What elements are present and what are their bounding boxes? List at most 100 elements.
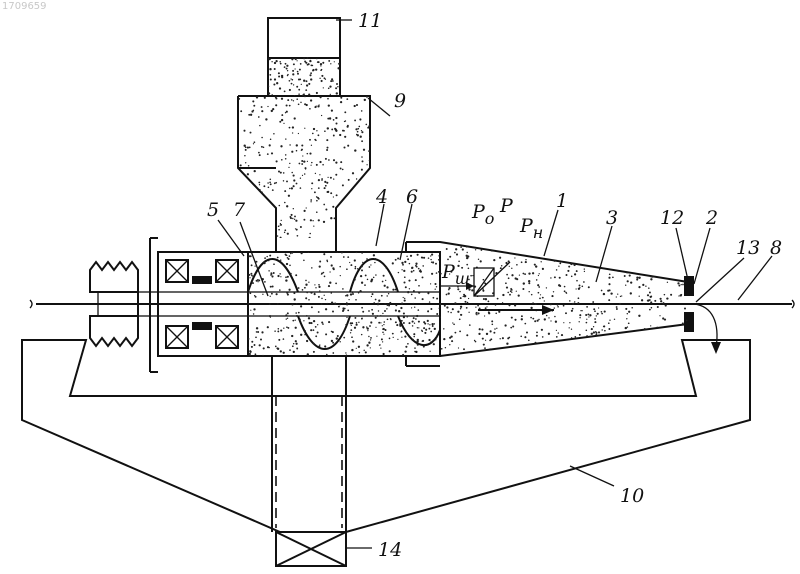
- stipple-dot: [367, 235, 370, 238]
- stipple-dot: [329, 281, 332, 284]
- stipple-dot: [370, 337, 372, 339]
- stipple-dot: [280, 158, 283, 161]
- stipple-dot: [568, 265, 571, 268]
- stipple-dot: [459, 307, 462, 310]
- stipple-dot: [324, 345, 327, 348]
- stipple-dot: [282, 180, 285, 182]
- stipple-dot: [579, 317, 581, 319]
- label-7: 7: [233, 199, 246, 221]
- stipple-dot: [408, 279, 411, 282]
- stipple-dot: [563, 350, 566, 353]
- stipple-dot: [430, 341, 432, 343]
- stipple-dot: [484, 282, 486, 285]
- stipple-dot: [357, 204, 360, 206]
- stipple-dot: [407, 342, 409, 345]
- stipple-dot: [251, 340, 254, 343]
- stipple-dot: [324, 308, 328, 311]
- stipple-dot: [359, 289, 362, 293]
- stipple-dot: [621, 295, 623, 297]
- stipple-dot: [638, 254, 641, 256]
- stipple-dot: [462, 354, 465, 356]
- stipple-dot: [592, 242, 595, 245]
- stipple-dot: [249, 113, 253, 116]
- stipple-dot: [577, 287, 581, 290]
- stipple-dot: [474, 249, 477, 251]
- stipple-dot: [249, 131, 252, 134]
- stipple-dot: [414, 279, 417, 282]
- stipple-dot: [335, 92, 338, 95]
- stipple-dot: [277, 72, 280, 75]
- stipple-dot: [359, 135, 362, 138]
- stipple-dot: [295, 182, 298, 185]
- stipple-dot: [573, 263, 576, 267]
- stipple-dot: [295, 149, 298, 152]
- stipple-dot: [680, 283, 682, 286]
- stipple-dot: [671, 274, 673, 276]
- stipple-dot: [443, 337, 446, 341]
- stipple-dot: [285, 279, 288, 282]
- stipple-dot: [336, 334, 339, 338]
- stipple-dot: [516, 254, 518, 256]
- stipple-dot: [271, 94, 273, 96]
- stipple-dot: [425, 328, 428, 331]
- stipple-dot: [449, 336, 452, 339]
- stipple-dot: [275, 293, 278, 296]
- stipple-dot: [550, 353, 553, 356]
- stipple-dot: [449, 344, 451, 346]
- stipple-dot: [563, 290, 566, 293]
- stipple-dot: [260, 106, 263, 108]
- stipple-dot: [285, 110, 288, 113]
- stipple-dot: [650, 275, 653, 278]
- stipple-dot: [355, 103, 359, 107]
- stipple-dot: [469, 324, 471, 326]
- stipple-dot: [368, 159, 370, 162]
- stipple-dot: [364, 234, 367, 237]
- stipple-dot: [248, 302, 249, 304]
- stipple-dot: [644, 251, 647, 254]
- stipple-dot: [269, 78, 272, 81]
- stipple-dot: [289, 187, 291, 190]
- stipple-dot: [283, 66, 286, 68]
- stipple-dot: [585, 329, 588, 332]
- stipple-dot: [355, 321, 358, 324]
- stipple-dot: [305, 84, 309, 87]
- stipple-dot: [355, 128, 358, 131]
- stipple-dot: [291, 334, 294, 338]
- stipple-dot: [292, 185, 295, 188]
- stipple-dot: [482, 343, 485, 346]
- stipple-dot: [336, 83, 338, 85]
- stipple-dot: [445, 248, 448, 250]
- stipple-dot: [450, 311, 452, 314]
- stipple-dot: [317, 187, 320, 189]
- stipple-dot: [635, 267, 639, 270]
- stipple-dot: [292, 69, 295, 72]
- stipple-dot: [643, 261, 647, 265]
- label-3: 3: [606, 207, 618, 229]
- stipple-dot: [642, 256, 645, 258]
- stipple-dot: [340, 161, 343, 164]
- stipple-dot: [367, 329, 369, 332]
- stipple-dot: [350, 324, 352, 327]
- stipple-dot: [661, 335, 664, 338]
- stipple-dot: [335, 87, 338, 90]
- stipple-dot: [530, 306, 533, 310]
- stipple-dot: [618, 249, 621, 252]
- stipple-dot: [304, 103, 307, 106]
- stipple-dot: [670, 349, 673, 352]
- stipple-dot: [325, 333, 328, 336]
- stipple-dot: [301, 289, 304, 291]
- stipple-dot: [683, 281, 685, 283]
- stipple-dot: [418, 291, 421, 294]
- stipple-dot: [299, 187, 302, 189]
- stipple-dot: [646, 300, 649, 302]
- stipple-dot: [435, 339, 437, 341]
- stipple-dot: [391, 262, 394, 265]
- label-1: 1: [556, 190, 568, 212]
- stipple-dot: [330, 339, 334, 343]
- stipple-dot: [632, 244, 634, 246]
- stipple-dot: [570, 347, 573, 350]
- stipple-dot: [400, 306, 403, 310]
- stipple-dot: [432, 296, 435, 299]
- stipple-dot: [243, 222, 246, 225]
- stipple-dot: [303, 209, 306, 212]
